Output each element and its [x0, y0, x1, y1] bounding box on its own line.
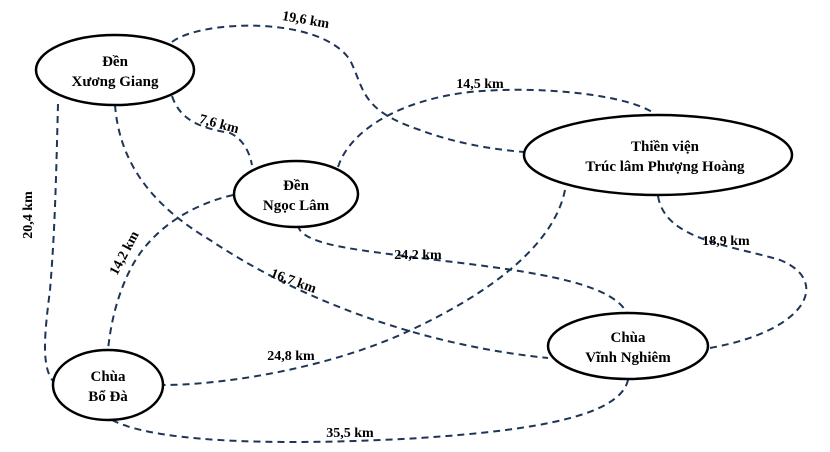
edge-label-14-2: 14,2 km: [107, 229, 143, 278]
edge-ngoc-lam-vinh-nghiem: [297, 224, 628, 314]
edge-label-18-9: 18,9 km: [702, 234, 750, 249]
node-label: Chùa: [610, 330, 646, 346]
node-label: Bổ Đà: [88, 389, 128, 405]
edge-truc-lam-bo-da: [162, 189, 566, 386]
node-vinh-nghiem: Chùa Vĩnh Nghiêm: [546, 311, 710, 381]
node-label: Thiền viện: [631, 139, 700, 155]
edge-label-14-5: 14,5 km: [456, 77, 504, 92]
edge-label-16-7: 16,7 km: [268, 267, 318, 297]
edge-xuong-giang-truc-lam: [171, 24, 525, 153]
edge-bo-da-vinh-nghiem: [111, 379, 629, 443]
node-bo-da: Chùa Bổ Đà: [51, 348, 165, 422]
node-label: Trúc lâm Phượng Hoàng: [585, 159, 745, 175]
edge-truc-lam-vinh-nghiem: [657, 195, 808, 349]
node-label: Xương Giang: [72, 74, 159, 90]
node-label: Ngọc Lâm: [263, 198, 330, 214]
edge-label-7-6: 7,6 km: [197, 112, 240, 137]
edge-xuong-giang-bo-da: [44, 103, 59, 384]
edge-label-35-5: 35,5 km: [326, 426, 374, 441]
node-label: Vĩnh Nghiêm: [585, 350, 671, 366]
node-label: Đền: [283, 178, 309, 194]
node-label: Chùa: [90, 369, 126, 385]
node-label: Đền: [102, 54, 128, 70]
node-ngoc-lam: Đền Ngọc Lâm: [232, 159, 360, 229]
edge-label-24-8: 24,8 km: [267, 349, 315, 364]
edge-ngoc-lam-truc-lam: [337, 88, 656, 168]
edge-label-20-4: 20,4 km: [21, 191, 36, 239]
edge-label-19-6: 19,6 km: [281, 9, 331, 32]
edge-ngoc-lam-bo-da: [107, 194, 234, 351]
node-truc-lam: Thiền viện Trúc lâm Phượng Hoàng: [522, 113, 794, 197]
edge-xuong-giang-vinh-nghiem: [114, 104, 549, 359]
edge-label-24-2: 24,2 km: [394, 248, 442, 263]
edge-xuong-giang-ngoc-lam: [171, 95, 253, 166]
node-xuong-giang: Đền Xương Giang: [34, 33, 196, 107]
